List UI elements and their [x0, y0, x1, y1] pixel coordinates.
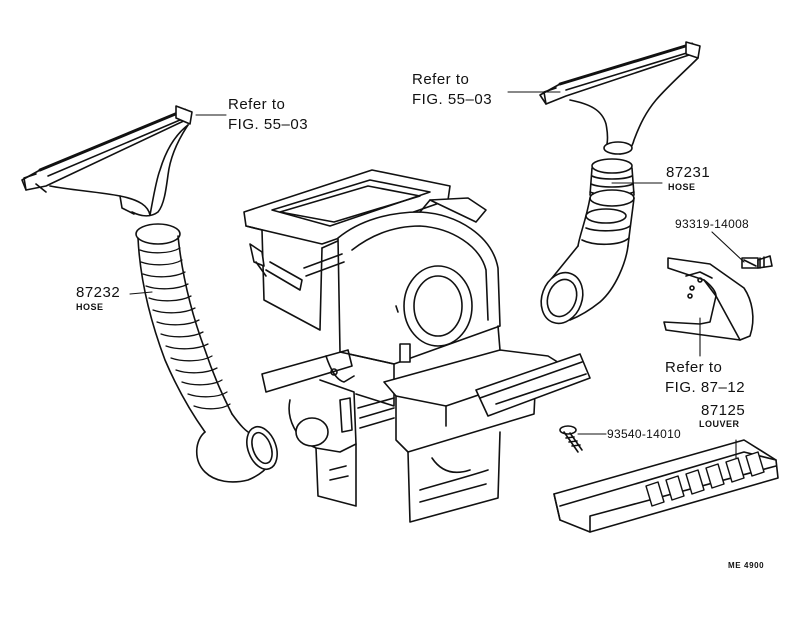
- ref-left-line1: Refer to: [228, 96, 286, 113]
- screw-lower: [560, 426, 582, 452]
- louver: [554, 440, 778, 532]
- hose-left-part-no: 87232: [76, 284, 121, 301]
- leader-lines: [130, 92, 744, 458]
- right-hose: [534, 159, 634, 329]
- heater-unit: [244, 170, 590, 522]
- hose-right-name: HOSE: [668, 182, 696, 192]
- top-duct: [540, 42, 700, 154]
- screw-lower-part-no: 93540-14010: [607, 427, 682, 441]
- hose-right-part-no: 87231: [666, 164, 711, 181]
- left-hose: [136, 224, 283, 482]
- ref-top-line2: FIG. 55–03: [412, 91, 493, 108]
- diagram-code: ME 4900: [728, 561, 765, 570]
- louver-part-no: 87125: [701, 402, 746, 419]
- ref-top-line1: Refer to: [412, 71, 470, 88]
- left-duct: [22, 106, 192, 216]
- hose-left-name: HOSE: [76, 302, 104, 312]
- screw-upper-part-no: 93319-14008: [675, 217, 750, 231]
- bracket: [664, 258, 753, 340]
- screw-upper: [742, 256, 772, 268]
- ref-left-line2: FIG. 55–03: [228, 116, 309, 133]
- ref-bracket-line2: FIG. 87–12: [665, 379, 746, 396]
- ref-bracket-line1: Refer to: [665, 359, 723, 376]
- louver-name: LOUVER: [699, 419, 740, 429]
